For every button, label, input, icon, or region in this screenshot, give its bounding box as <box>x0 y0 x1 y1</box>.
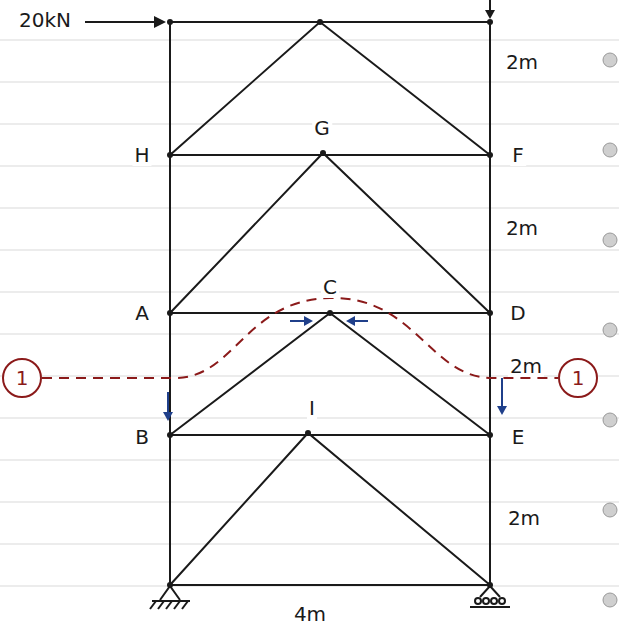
section-callout: 1 <box>2 358 42 398</box>
joint-label: I <box>307 397 317 419</box>
ruled-lines <box>0 40 619 586</box>
section-line <box>42 298 558 378</box>
joint-label: C <box>321 276 339 298</box>
spiral-holes <box>603 53 617 607</box>
joint-label: H <box>132 144 151 166</box>
callout-number: 1 <box>16 368 29 388</box>
force-arrows <box>163 316 507 421</box>
joints <box>167 19 493 588</box>
joint-label: D <box>508 302 527 324</box>
joint-label: A <box>133 302 151 324</box>
joint-label: 20kN <box>17 9 73 31</box>
joint-label: E <box>510 426 527 448</box>
section-callout: 1 <box>558 358 598 398</box>
joint-label: B <box>133 426 151 448</box>
dimension-label: 2m <box>506 507 542 529</box>
joint-label: G <box>312 117 332 139</box>
supports <box>150 586 510 609</box>
truss-members <box>170 22 490 585</box>
joint-label: F <box>510 144 526 166</box>
load-arrows <box>85 0 495 28</box>
dimension-label: 2m <box>504 51 540 73</box>
dimension-label: 2m <box>508 355 544 377</box>
dimension-label: 4m <box>292 603 328 625</box>
callout-number: 1 <box>572 368 585 388</box>
dimension-label: 2m <box>504 217 540 239</box>
